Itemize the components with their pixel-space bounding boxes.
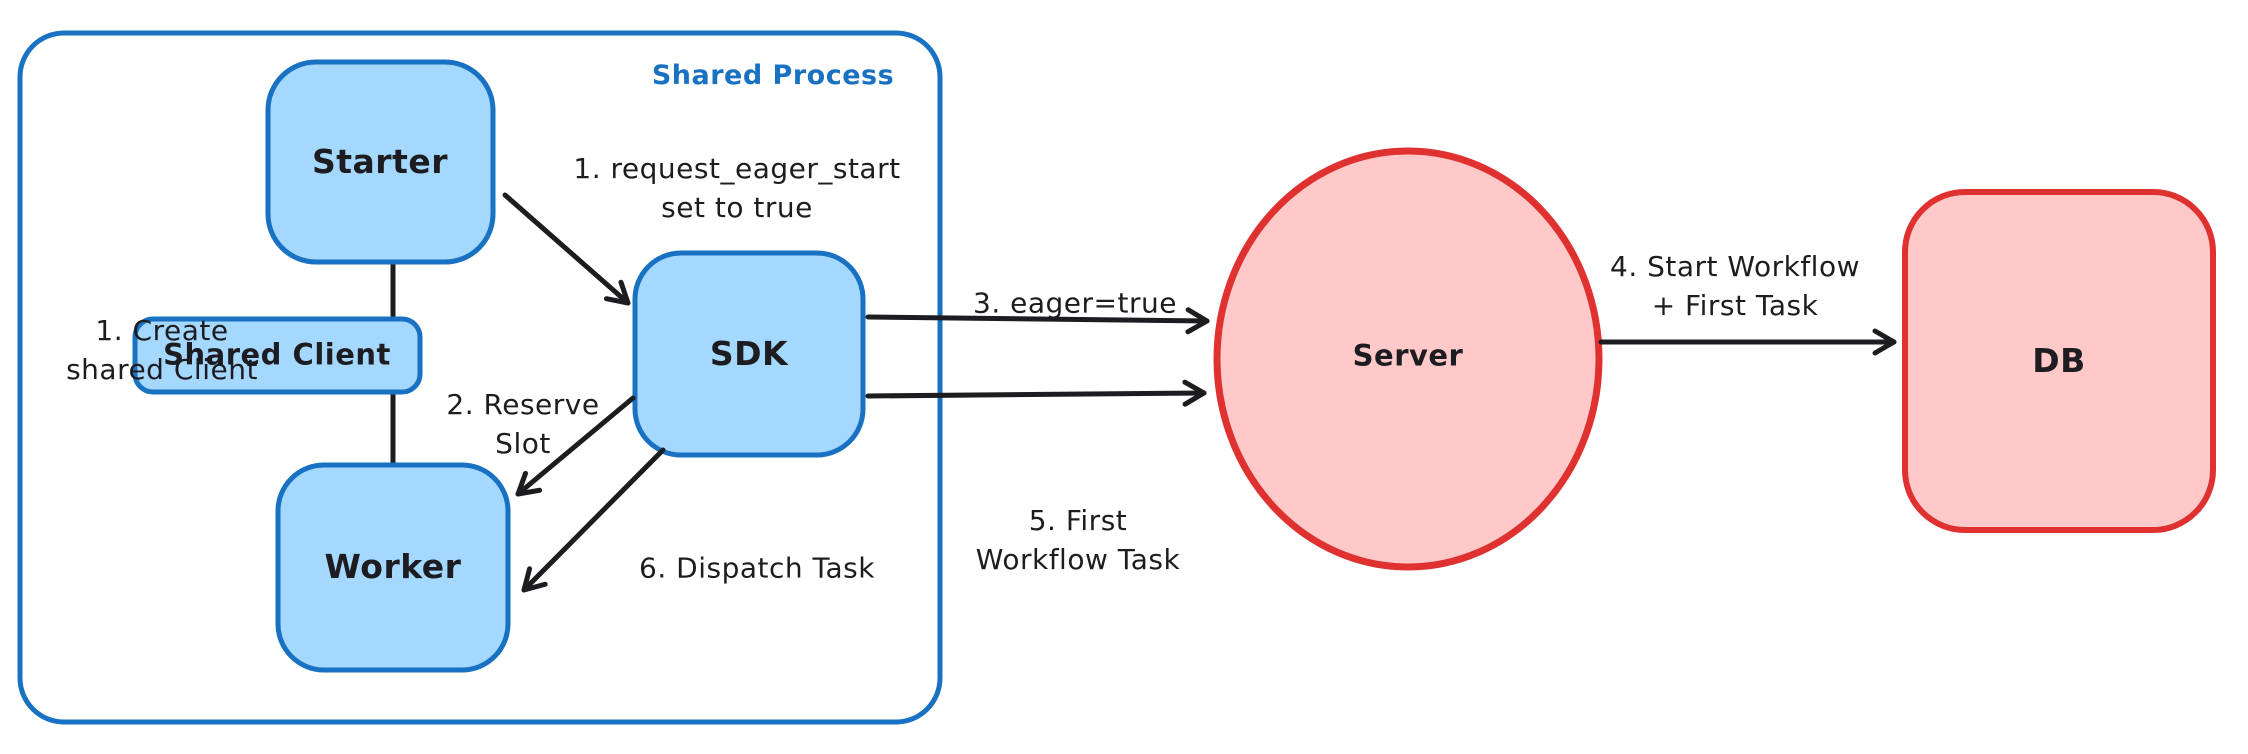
annotation-dispatch-task: 6. Dispatch Task [639, 551, 875, 585]
annotation-eager-true: 3. eager=true [973, 286, 1177, 320]
arrow-dispatch-task [521, 447, 666, 593]
annotation-start-workflow: 4. Start Workflow + First Task [1610, 249, 1860, 322]
db-box [1902, 189, 2216, 533]
worker-box [275, 462, 511, 673]
annotation-reserve-slot: 2. Reserve Slot [446, 387, 600, 460]
annotation-create-shared-client: 1. Create shared Client [66, 313, 258, 386]
shared-client-label: Shared Client [163, 337, 391, 372]
worker-label: Worker [324, 546, 462, 586]
server-label: Server [1352, 338, 1464, 373]
shared-process-container [17, 30, 943, 725]
annotation-first-workflow-task: 5. First Workflow Task [975, 503, 1181, 576]
starter-label: Starter [311, 141, 449, 181]
arrow-request-eager-start [502, 192, 631, 306]
db-label: DB [2032, 340, 2086, 380]
shared-process-title: Shared Process [651, 60, 895, 92]
server-ellipse [1213, 147, 1603, 571]
sdk-label: SDK [709, 333, 789, 373]
sdk-box [632, 250, 866, 458]
arrow-eager-true [865, 307, 1210, 335]
arrow-first-workflow-task [865, 379, 1207, 407]
starter-box [265, 59, 496, 265]
arrow-reserve-slot [515, 395, 636, 497]
shared-client-box [132, 316, 423, 395]
annotation-request-eager-start: 1. request_eager_start set to true [573, 151, 901, 224]
